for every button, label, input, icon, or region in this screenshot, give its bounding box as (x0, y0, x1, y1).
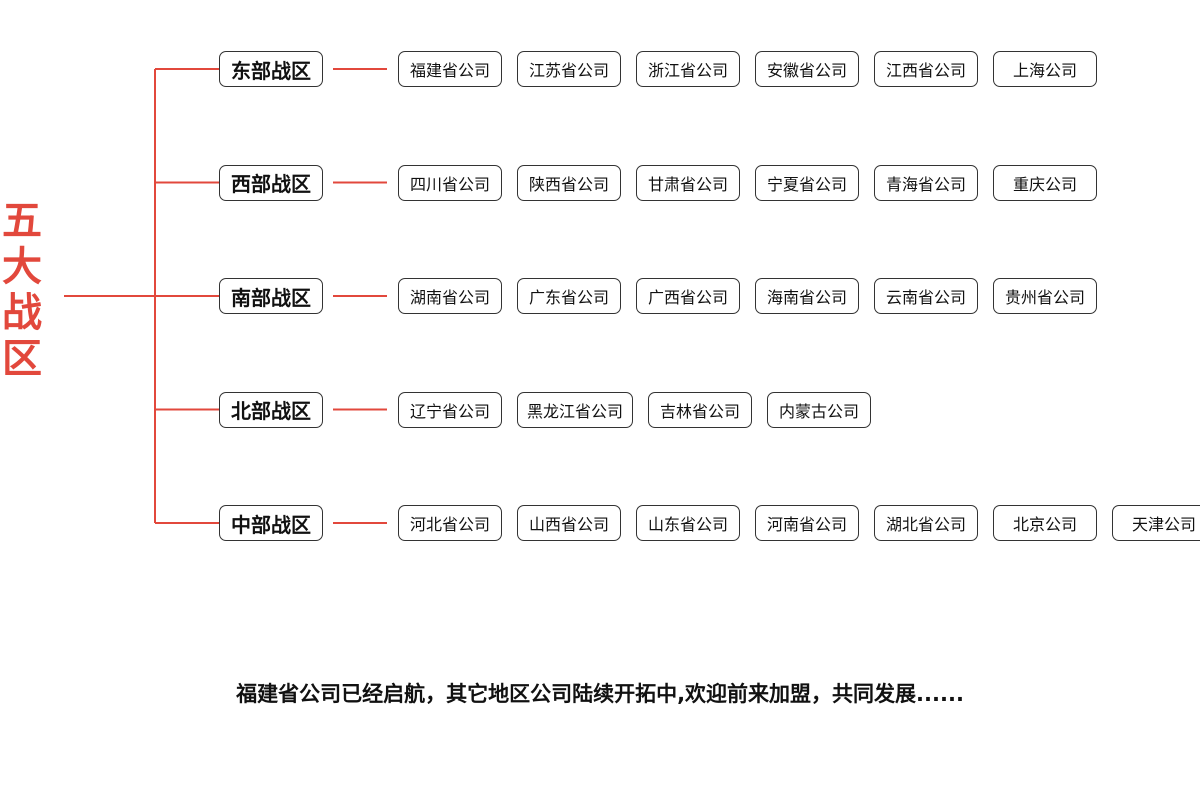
company-node: 安徽省公司 (755, 51, 859, 87)
company-node: 四川省公司 (398, 164, 502, 201)
company-node: 山东省公司 (636, 505, 740, 541)
company-node: 上海公司 (993, 51, 1097, 87)
region-node: 东部战区 (219, 51, 323, 87)
company-node: 宁夏省公司 (755, 164, 859, 201)
company-node: 湖北省公司 (874, 505, 978, 541)
company-node: 湖南省公司 (398, 278, 502, 314)
org-tree-diagram: 五 大 战 区 东部战区 福建省公司江苏省公司浙江省公司安徽省公司江西省公司上海公… (0, 51, 1200, 541)
company-node: 江苏省公司 (517, 51, 621, 87)
company-node: 河北省公司 (398, 505, 502, 541)
company-node: 江西省公司 (874, 51, 978, 87)
company-node: 辽宁省公司 (398, 391, 502, 428)
company-node: 青海省公司 (874, 164, 978, 201)
footer-message: 福建省公司已经启航，其它地区公司陆续开拓中,欢迎前来加盟，共同发展...... (236, 682, 964, 706)
company-node: 山西省公司 (517, 505, 621, 541)
root-title-char: 战 (2, 290, 42, 336)
company-node: 甘肃省公司 (636, 164, 740, 201)
company-node: 广东省公司 (517, 278, 621, 314)
root-title-char: 区 (2, 336, 42, 382)
region-node: 西部战区 (219, 164, 323, 201)
root-title-char: 大 (2, 244, 42, 290)
company-node: 云南省公司 (874, 278, 978, 314)
company-node: 黑龙江省公司 (517, 391, 633, 428)
company-node: 内蒙古公司 (767, 391, 871, 428)
company-node: 重庆公司 (993, 164, 1097, 201)
connector-lines (64, 68, 387, 524)
company-node: 浙江省公司 (636, 51, 740, 87)
company-node: 吉林省公司 (648, 391, 752, 428)
region-node: 中部战区 (219, 505, 323, 541)
region-node: 北部战区 (219, 391, 323, 428)
company-node: 海南省公司 (755, 278, 859, 314)
company-node: 贵州省公司 (993, 278, 1097, 314)
company-node: 陕西省公司 (517, 164, 621, 201)
company-node: 北京公司 (993, 505, 1097, 541)
root-title: 五 大 战 区 (0, 198, 44, 382)
company-node: 天津公司 (1112, 505, 1200, 541)
company-node: 广西省公司 (636, 278, 740, 314)
company-node: 河南省公司 (755, 505, 859, 541)
region-node: 南部战区 (219, 278, 323, 314)
company-node: 福建省公司 (398, 51, 502, 87)
root-title-char: 五 (2, 198, 42, 244)
